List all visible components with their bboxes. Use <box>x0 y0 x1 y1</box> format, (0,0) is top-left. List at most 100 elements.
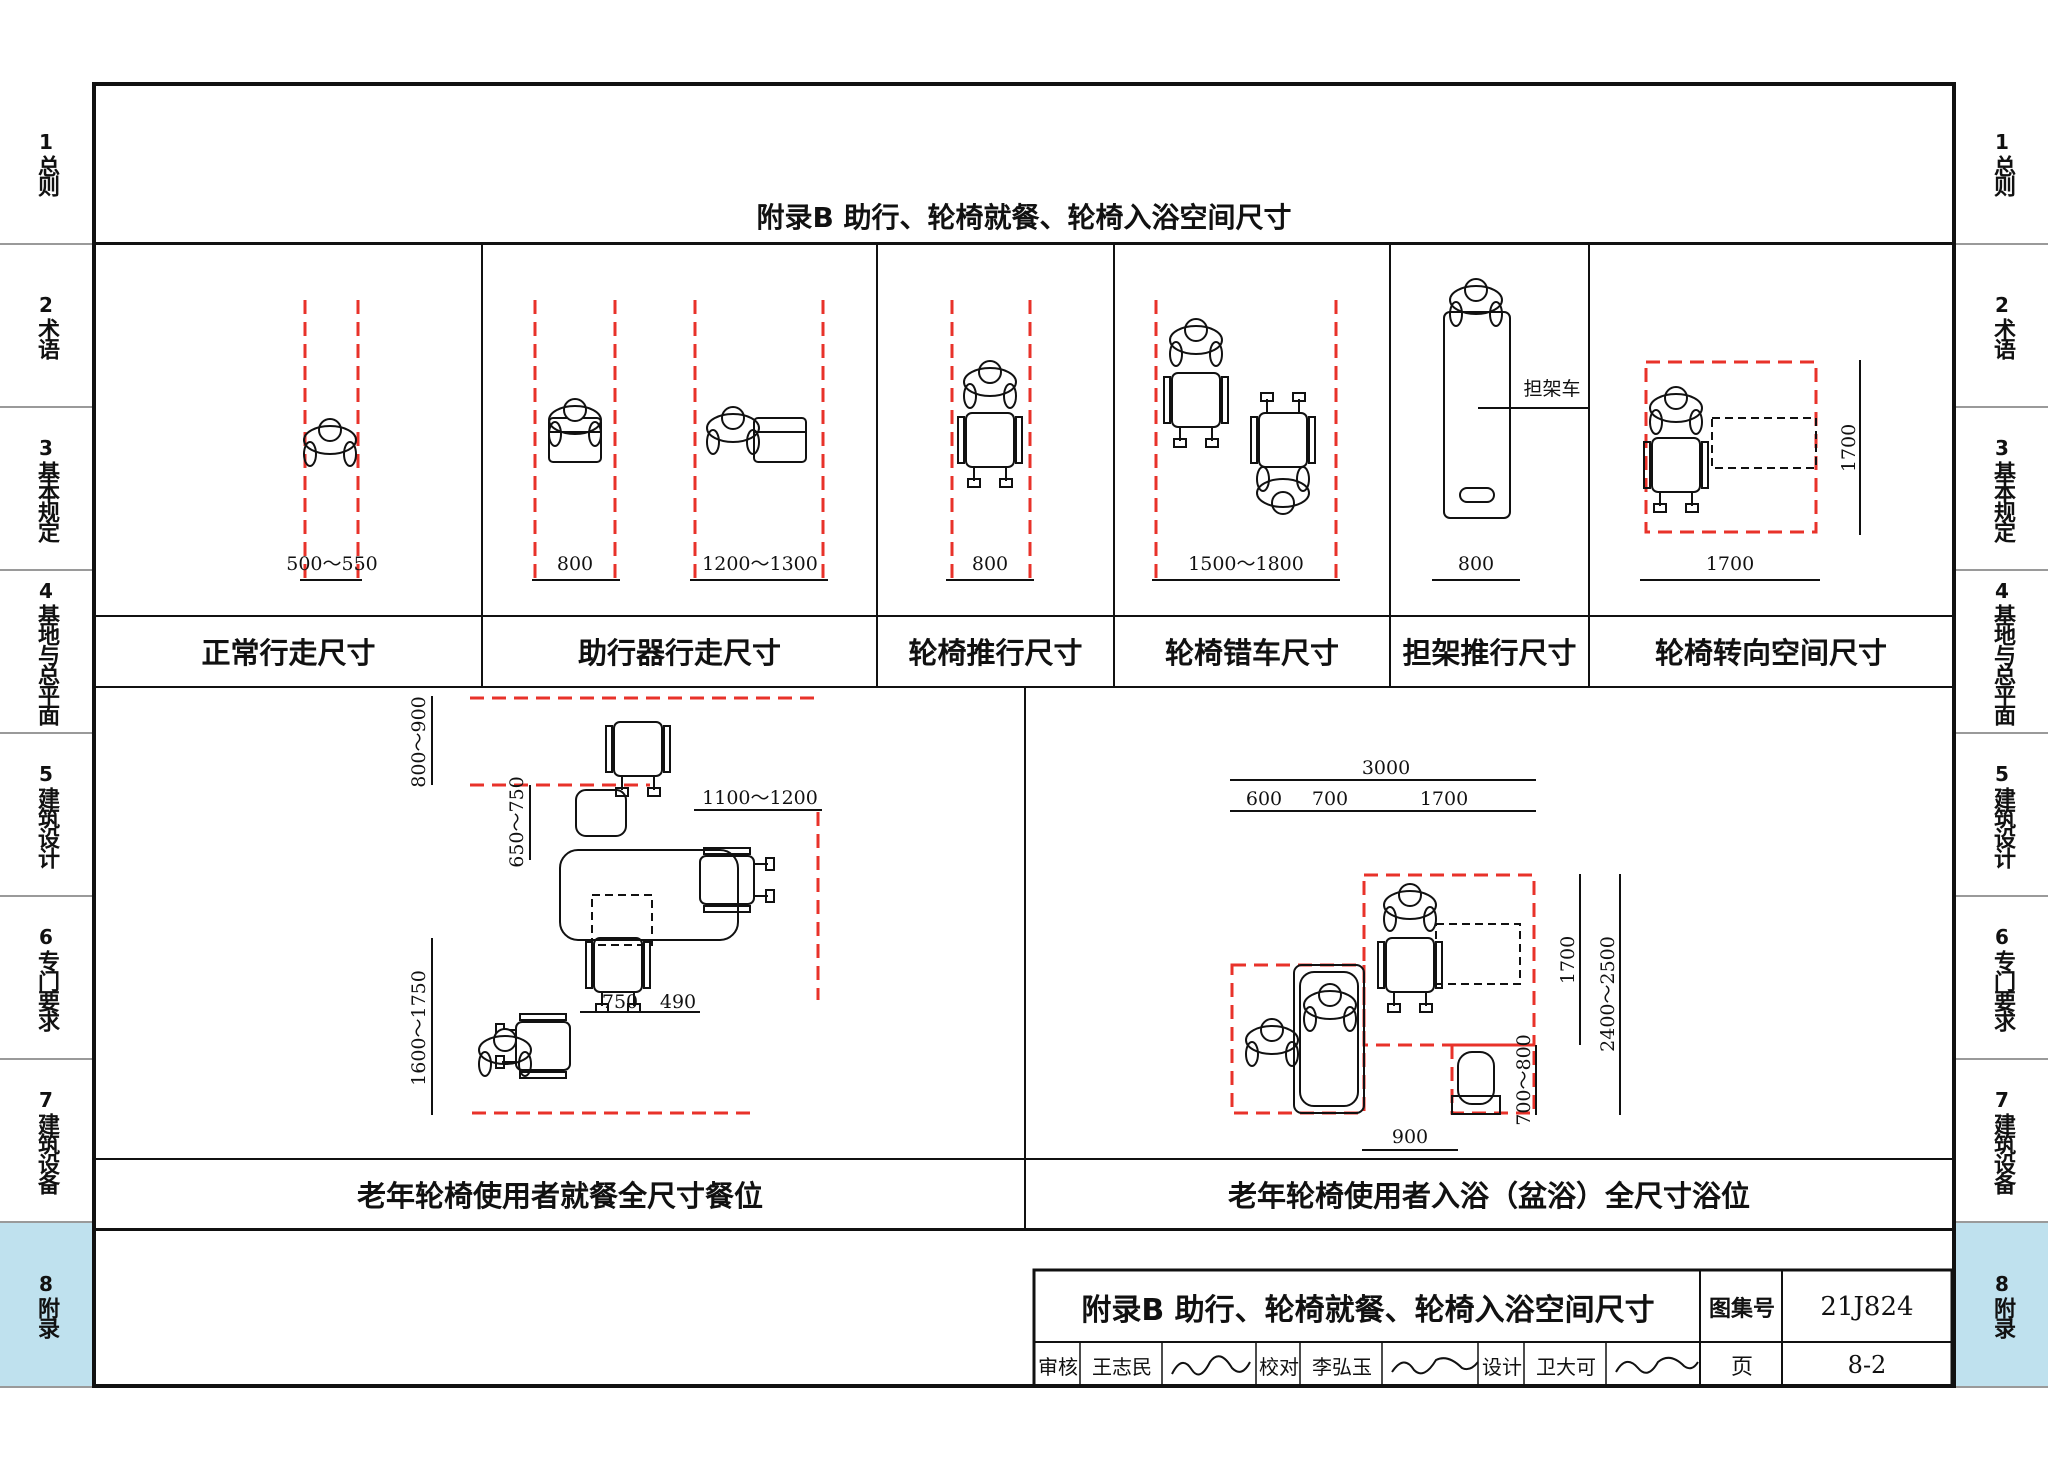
title-divider <box>96 242 1952 245</box>
page-title: 附录B 助行、轮椅就餐、轮椅入浴空间尺寸 <box>756 201 1292 234</box>
tab-number: 3 <box>39 435 53 460</box>
tab-label: 建筑设备 <box>1990 1112 2015 1193</box>
dim-turn-v: 1700 <box>1838 424 1860 472</box>
tab-label: 基地与总平面 <box>34 603 59 724</box>
panel-divider-5 <box>1588 244 1590 686</box>
dim-stretcher: 800 <box>1458 553 1494 575</box>
signature-reviewer <box>1171 1355 1251 1376</box>
tab-number: 4 <box>1995 578 2009 603</box>
label-stretcher: 担架车 <box>1523 378 1580 400</box>
dim-bath-v3: 700～800 <box>1513 1034 1535 1126</box>
review-label: 审核 <box>1038 1354 1078 1379</box>
tab-number: 4 <box>39 578 53 603</box>
atlas-label: 图集号 <box>1708 1296 1775 1321</box>
tab-label: 建筑设计 <box>1990 786 2015 867</box>
title-block-lines <box>1032 1268 1954 1388</box>
tab-label: 附录 <box>34 1296 59 1337</box>
tab-number: 7 <box>1995 1087 2009 1112</box>
dim-dining-6: 490 <box>660 991 696 1013</box>
dimension-labels: 500～550 800 1200～1300 800 1500～1800 800 … <box>286 378 1860 1148</box>
dim-bath-v1: 1700 <box>1557 936 1579 984</box>
tab-number: 5 <box>39 761 53 786</box>
caption-walker: 助行器行走尺寸 <box>577 636 781 670</box>
dim-walker-2: 1200～1300 <box>702 553 818 575</box>
checker-name: 李弘玉 <box>1312 1354 1372 1379</box>
design-label: 设计 <box>1482 1354 1522 1379</box>
caption-push: 轮椅推行尺寸 <box>908 636 1083 670</box>
tab-label: 基地与总平面 <box>1990 603 2015 724</box>
dining-table-icon <box>559 849 739 941</box>
dim-walker-1: 800 <box>557 553 593 575</box>
stretcher-icon <box>1443 311 1511 519</box>
dim-pass: 1500～1800 <box>1188 553 1304 575</box>
tab-number: 7 <box>39 1087 53 1112</box>
top-caption-divider <box>96 615 1952 617</box>
panel-divider-1 <box>481 244 483 686</box>
drawing-frame <box>92 82 1956 1388</box>
bathtub-icon <box>1293 964 1365 1114</box>
dim-walk: 500～550 <box>286 553 378 575</box>
clearance-lines <box>303 300 1818 1115</box>
toilet-icon <box>1457 1051 1495 1105</box>
dim-bath-bottom: 900 <box>1392 1126 1428 1148</box>
dim-bath-total: 3000 <box>1362 757 1410 779</box>
tab-number: 2 <box>39 292 53 317</box>
dim-dining-3: 1100～1200 <box>702 787 818 809</box>
tab-number: 3 <box>1995 435 2009 460</box>
tab-number: 8 <box>39 1271 53 1296</box>
tab-label: 建筑设计 <box>34 786 59 867</box>
tab-number: 1 <box>1995 129 2009 154</box>
panel-divider-6 <box>1024 688 1026 1230</box>
dim-dining-2: 650～750 <box>506 776 528 868</box>
signature-designer <box>1615 1356 1699 1374</box>
atlas-number: 21J824 <box>1820 1292 1914 1322</box>
caption-turn: 轮椅转向空间尺寸 <box>1654 636 1887 670</box>
chair-icon <box>575 789 627 837</box>
tab-label: 术语 <box>1990 317 2015 358</box>
caption-walk: 正常行走尺寸 <box>201 636 376 670</box>
dim-bath-a: 600 <box>1246 788 1282 810</box>
caption-bath: 老年轮椅使用者入浴（盆浴）全尺寸浴位 <box>1227 1179 1750 1213</box>
dim-dining-4: 1600～1750 <box>408 970 430 1086</box>
tab-label: 专门要求 <box>34 949 59 1030</box>
tab-label: 附录 <box>1990 1296 2015 1337</box>
signatures <box>1171 1355 1699 1376</box>
caption-pass: 轮椅错车尺寸 <box>1164 636 1339 670</box>
page-number: 8-2 <box>1847 1351 1887 1379</box>
check-label: 校对 <box>1259 1354 1299 1379</box>
tab-number: 8 <box>1995 1271 2009 1296</box>
dimension-lines <box>300 360 1861 1151</box>
tab-number: 6 <box>1995 924 2009 949</box>
panel-divider-4 <box>1389 244 1391 686</box>
caption-stretcher: 担架推行尺寸 <box>1402 636 1577 670</box>
dim-bath-v2: 2400～2500 <box>1597 936 1619 1052</box>
tab-number: 6 <box>39 924 53 949</box>
tab-label: 建筑设备 <box>34 1112 59 1193</box>
dim-dining-1: 800～900 <box>408 696 430 788</box>
dim-bath-b: 700 <box>1312 788 1348 810</box>
tab-label: 基本规定 <box>1990 460 2015 541</box>
tab-number: 1 <box>39 129 53 154</box>
tab-label: 专门要求 <box>1990 949 2015 1030</box>
tab-number: 2 <box>1995 292 2009 317</box>
dim-push: 800 <box>972 553 1008 575</box>
panel-divider-3 <box>1113 244 1115 686</box>
panel-divider-2 <box>876 244 878 686</box>
